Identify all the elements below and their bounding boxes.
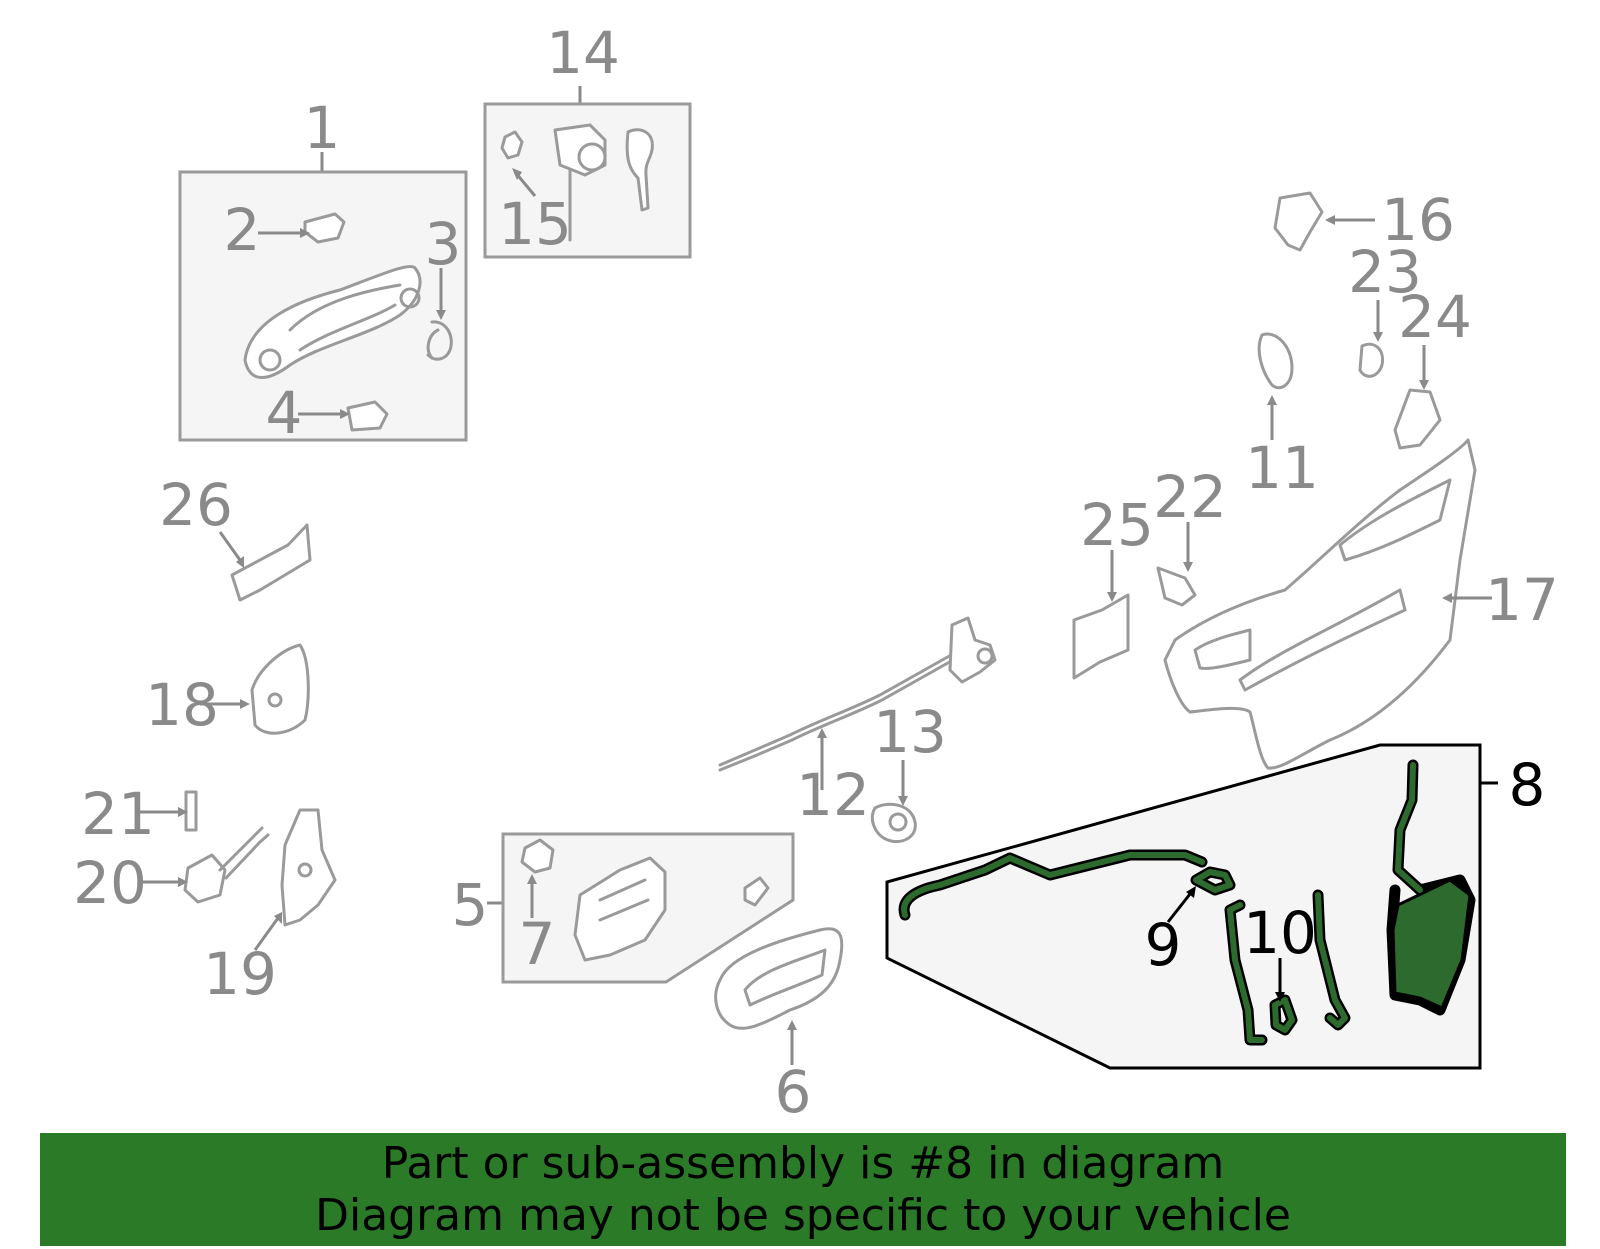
info-banner: Part or sub-assembly is #8 in diagram Di…: [40, 1133, 1566, 1246]
part-23-grommet[interactable]: [1358, 300, 1385, 378]
part-11-clip[interactable]: [1257, 332, 1294, 440]
callout-14[interactable]: 14: [546, 19, 620, 87]
callout-19[interactable]: 19: [203, 940, 277, 1008]
callout-1[interactable]: 1: [304, 94, 341, 162]
banner-line-1: Part or sub-assembly is #8 in diagram: [381, 1137, 1225, 1189]
callout-25[interactable]: 25: [1080, 491, 1154, 559]
part-13-grommet[interactable]: [870, 760, 917, 844]
callout-16[interactable]: 16: [1381, 186, 1455, 254]
group-8-latch-assembly[interactable]: [885, 743, 1498, 1070]
group-1-outside-handle[interactable]: [178, 152, 468, 442]
part-12-rod[interactable]: [718, 616, 997, 790]
latch-lever: [1395, 762, 1423, 893]
callout-17[interactable]: 17: [1485, 566, 1559, 634]
part-21-pin[interactable]: [140, 790, 198, 832]
callout-20[interactable]: 20: [73, 849, 147, 917]
callout-22[interactable]: 22: [1153, 463, 1227, 531]
part-19-hinge[interactable]: [253, 808, 337, 951]
latch-rod-short: [1227, 902, 1265, 1043]
callout-11[interactable]: 11: [1245, 434, 1319, 502]
callout-26[interactable]: 26: [159, 471, 233, 539]
part-26-filler[interactable]: [218, 523, 312, 602]
callout-6[interactable]: 6: [775, 1058, 812, 1126]
latch-rod-long: [901, 852, 1205, 918]
callout-labels: 1 2 3 4 5 6 7 8 9 10 11 12 13 14 15 16 1…: [73, 19, 1559, 1126]
part-16-bracket[interactable]: [1273, 191, 1375, 252]
callout-4[interactable]: 4: [266, 379, 303, 447]
group-14-key-cylinder[interactable]: [483, 86, 692, 259]
callout-21[interactable]: 21: [81, 780, 155, 848]
callout-3[interactable]: 3: [425, 210, 462, 278]
group-5-lock-actuator[interactable]: [487, 832, 795, 984]
callout-15[interactable]: 15: [498, 190, 572, 258]
callout-5[interactable]: 5: [452, 871, 489, 939]
part-18-bracket[interactable]: [200, 643, 310, 735]
callout-7[interactable]: 7: [519, 910, 556, 978]
callout-10[interactable]: 10: [1243, 899, 1317, 967]
banner-line-2: Diagram may not be specific to your vehi…: [315, 1189, 1291, 1241]
callout-18[interactable]: 18: [145, 671, 219, 739]
part-6-inside-handle[interactable]: [714, 927, 844, 1065]
callout-12[interactable]: 12: [796, 761, 870, 829]
callout-2[interactable]: 2: [224, 196, 261, 264]
part-17-door-panel[interactable]: [1163, 438, 1492, 770]
part-9-clip: [1193, 869, 1233, 893]
part-10-clip: [1272, 997, 1295, 1033]
part-24-clip[interactable]: [1393, 345, 1442, 450]
callout-8[interactable]: 8: [1509, 751, 1546, 819]
latch-body: [1391, 878, 1472, 1011]
callout-9[interactable]: 9: [1145, 911, 1182, 979]
part-25-seal[interactable]: [1072, 550, 1130, 680]
latch-rod-right: [1315, 892, 1348, 1028]
part-22-cap[interactable]: [1156, 522, 1197, 607]
callout-24[interactable]: 24: [1398, 283, 1472, 351]
callout-13[interactable]: 13: [873, 698, 947, 766]
part-20-checker[interactable]: [140, 826, 270, 904]
callout-23[interactable]: 23: [1348, 238, 1422, 306]
